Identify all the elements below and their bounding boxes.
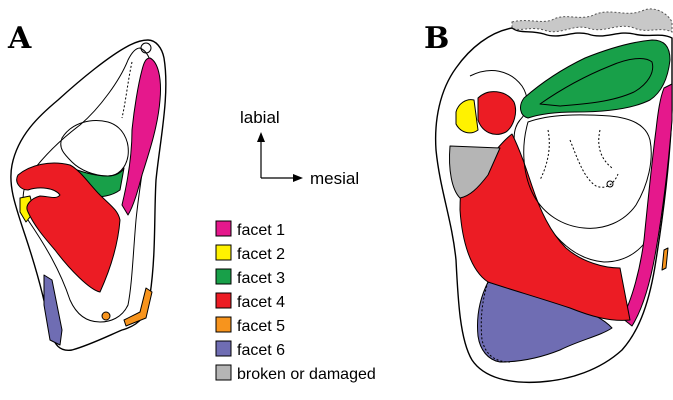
legend-label-facet-3: facet 3 xyxy=(237,270,285,287)
tooth-a-apex-detail xyxy=(141,43,151,53)
legend-label-facet-1: facet 1 xyxy=(237,222,285,239)
labial-arrow-head xyxy=(257,132,265,142)
legend-label-facet-5: facet 5 xyxy=(237,318,285,335)
legend-swatch-facet-2 xyxy=(216,245,231,260)
mesial-label: mesial xyxy=(310,169,359,188)
legend-label-facet-2: facet 2 xyxy=(237,246,285,263)
tooth-b-broken-edge xyxy=(512,9,672,32)
tooth-a-facet-6 xyxy=(44,275,62,345)
legend-swatch-facet-6 xyxy=(216,341,231,356)
legend-swatch-facet-1 xyxy=(216,221,231,236)
legend-swatch-broken xyxy=(216,365,231,380)
tooth-b-pit-dotted-3 xyxy=(599,130,612,168)
legend-item-facet-3: facet 3 xyxy=(216,269,285,287)
tooth-b-facet-5 xyxy=(662,248,668,270)
legend-item-facet-1: facet 1 xyxy=(216,221,285,239)
tooth-b-facet-3 xyxy=(521,40,670,118)
legend-item-facet-6: facet 6 xyxy=(216,341,285,359)
tooth-b-pit-notch xyxy=(607,181,613,187)
legend-item-facet-4: facet 4 xyxy=(216,293,285,311)
legend-item-facet-2: facet 2 xyxy=(216,245,285,263)
panel-b-label: B xyxy=(424,21,449,56)
legend-swatch-facet-5 xyxy=(216,317,231,332)
legend-label-broken: broken or damaged xyxy=(237,366,376,383)
legend-swatch-facet-4 xyxy=(216,293,231,308)
tooth-a-facet-5-spot xyxy=(102,312,110,320)
panel-a: A xyxy=(7,21,166,350)
legend-swatch-facet-3 xyxy=(216,269,231,284)
tooth-b-pit-dotted-2 xyxy=(570,140,618,187)
legend-item-broken: broken or damaged xyxy=(216,365,376,383)
legend: facet 1 facet 2 facet 3 facet 4 facet 5 … xyxy=(216,221,376,383)
panel-b: B xyxy=(424,9,672,382)
legend-label-facet-4: facet 4 xyxy=(237,294,285,311)
tooth-b-facet-2 xyxy=(456,100,478,133)
tooth-b-pit-dotted-1 xyxy=(540,130,549,180)
panel-a-label: A xyxy=(7,21,32,56)
legend-item-facet-5: facet 5 xyxy=(216,317,285,335)
mesial-arrow-head xyxy=(293,174,303,182)
tooth-a-facet-1 xyxy=(122,58,161,215)
legend-label-facet-6: facet 6 xyxy=(237,342,285,359)
tooth-b-central-pit xyxy=(524,115,651,228)
labial-label: labial xyxy=(240,108,280,127)
tooth-b-facet-4-cusp xyxy=(478,92,516,135)
tooth-a-facet-5 xyxy=(124,288,152,326)
orientation-indicator: labial mesial xyxy=(240,108,359,188)
